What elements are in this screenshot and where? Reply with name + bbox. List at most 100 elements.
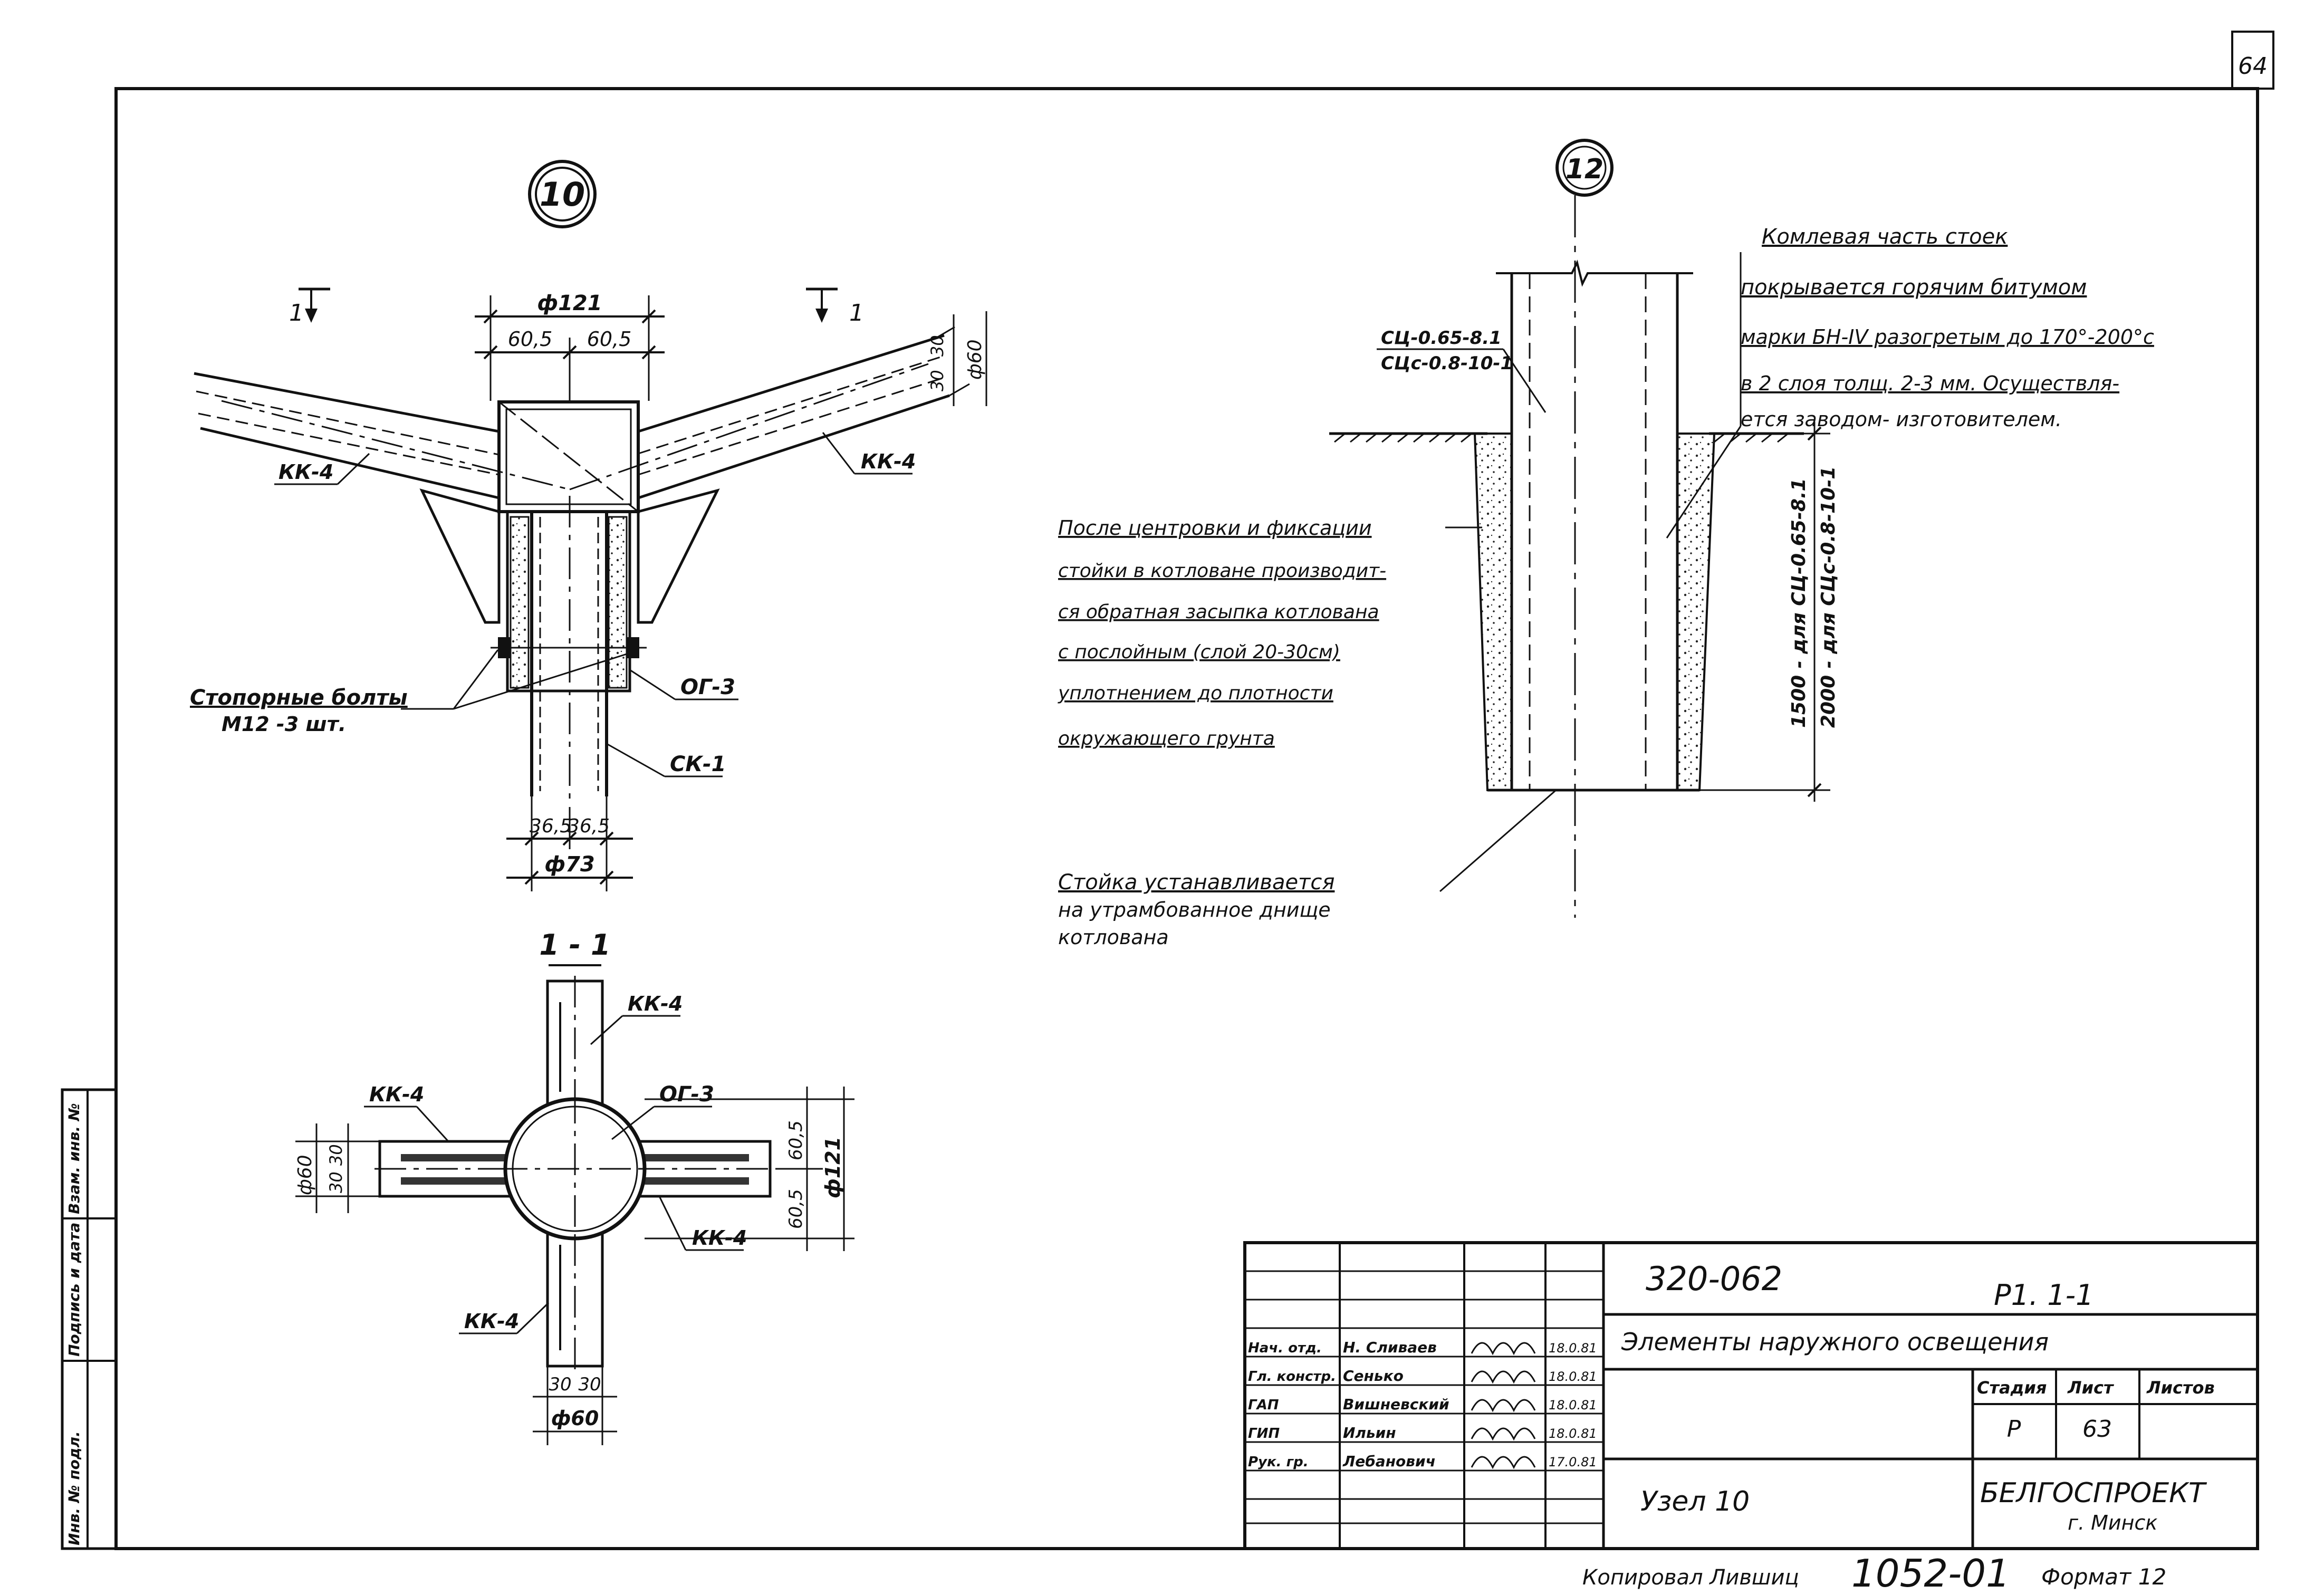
dim-top-right: 60,5 [587, 328, 632, 351]
label-type-2: СЦс-0.8-10-1 [1381, 353, 1513, 374]
side-stamp-cell-replace: Взам. инв. № [65, 1103, 83, 1214]
sheet-frame: 64 [114, 31, 2274, 1550]
inventory-number: 1052-01 [1851, 1551, 2010, 1595]
svg-text:уплотнением до плотности: уплотнением до плотности [1058, 683, 1333, 704]
section-label-og-3: ОГ-3 [659, 1082, 714, 1107]
section-1-1: 1 - 1 КК-4 КК-4 ОГ-3 КК-4 КК-4 [294, 928, 854, 1445]
node-12-marker: 12 [1566, 153, 1603, 185]
format-note: Формат 12 [2041, 1564, 2166, 1590]
label-kk-right: КК-4 [861, 450, 916, 473]
section-label-kk-left: КК-4 [369, 1083, 424, 1106]
svg-text:18.0.81: 18.0.81 [1549, 1341, 1597, 1356]
svg-text:Гл. констр.: Гл. констр. [1248, 1369, 1336, 1385]
label-type-1: СЦ-0.65-8.1 [1381, 328, 1502, 349]
svg-text:Вишневский: Вишневский [1343, 1396, 1449, 1413]
sheet-header: Лист [2067, 1378, 2115, 1398]
section-1-1-title: 1 - 1 [539, 928, 610, 962]
note-backfill: После центровки и фиксации стойки в котл… [1058, 516, 1386, 750]
section-dim-right-a: 60,5 [785, 1120, 806, 1160]
svg-text:18.0.81: 18.0.81 [1549, 1369, 1597, 1384]
section-dim-bottom-b: 30 [578, 1374, 601, 1395]
dim-depth-1: 1500 - для СЦ-0.65-8.1 [1788, 478, 1810, 728]
signature-row: Гл. констр. Сенько 18.0.81 [1248, 1367, 1597, 1385]
section-mark-right: 1 [806, 287, 864, 326]
section-dim-right-dia: ф121 [821, 1137, 844, 1198]
svg-text:После центровки и фиксации: После центровки и фиксации [1058, 516, 1372, 540]
section-dim-left-dia: ф60 [294, 1155, 316, 1195]
stage-value: Р [2007, 1416, 2021, 1443]
dim-bottom-right: 36,5 [568, 815, 610, 837]
dim-top-left: 60,5 [508, 328, 553, 351]
doc-code: 320-062 [1646, 1260, 1782, 1298]
svg-text:в 2 слоя толщ. 2-3 мм. Осущест: в 2 слоя толщ. 2-3 мм. Осуществля- [1741, 372, 2119, 395]
dim-right-b: 30 [927, 335, 947, 357]
note-bottom: Стойка устанавливается на утрамбованное … [1058, 870, 1334, 949]
label-bolts-line1: Стопорные болты [190, 686, 408, 710]
svg-text:ГИП: ГИП [1248, 1426, 1280, 1442]
signature-row: ГАП Вишневский 18.0.81 [1248, 1396, 1597, 1413]
corner-number: 64 [2238, 53, 2268, 80]
node-10-detail: 10 1 1 ф121 60,5 60,5 [190, 160, 987, 891]
svg-text:покрывается горячим битумом: покрывается горячим битумом [1741, 275, 2087, 300]
section-dim-right-b: 60,5 [785, 1189, 806, 1229]
label-og-3: ОГ-3 [680, 675, 735, 699]
section-dim-bottom-dia: ф60 [551, 1407, 599, 1430]
sheets-header: Листов [2146, 1378, 2215, 1398]
copy-note: Копировал Лившиц [1582, 1565, 1799, 1590]
side-stamp-cell-signature: Подпись и дата [65, 1223, 83, 1357]
svg-text:Сенько: Сенько [1343, 1367, 1404, 1385]
organization-name: БЕЛГОСПРОЕКТ [1980, 1477, 2207, 1509]
section-label-kk-top: КК-4 [628, 992, 683, 1015]
bottom-notes: Копировал Лившиц 1052-01 Формат 12 [1582, 1551, 2166, 1595]
signature-row: Нач. отд. Н. Сливаев 18.0.81 [1248, 1339, 1597, 1356]
signature-row: Рук. гр. Лебанович 17.0.81 [1248, 1453, 1597, 1470]
svg-text:Рук. гр.: Рук. гр. [1248, 1454, 1309, 1470]
label-kk-left: КК-4 [279, 460, 333, 484]
side-stamp-cell-inv: Инв. № подл. [65, 1431, 83, 1545]
node-name: Узел 10 [1640, 1486, 1750, 1517]
svg-text:ся обратная засыпка котлована: ся обратная засыпка котлована [1058, 601, 1379, 623]
node-12-detail: 12 СЦ-0.65-8.1 СЦс-0.8-10-1 [1058, 139, 2154, 949]
dim-depth-2: 2000 - для СЦс-0.8-10-1 [1818, 466, 1839, 728]
dim-bottom-total: ф73 [544, 852, 594, 877]
dim-right-a: 30 [927, 370, 947, 391]
section-dim-left-b: 30 [326, 1144, 346, 1166]
dim-top-total: ф121 [537, 291, 602, 315]
svg-text:18.0.81: 18.0.81 [1549, 1398, 1597, 1413]
svg-text:марки БН-IV разогретым до 170°: марки БН-IV разогретым до 170°-200°с [1741, 325, 2154, 349]
svg-text:котлована: котлована [1058, 926, 1169, 949]
svg-text:окружающего грунта: окружающего грунта [1058, 728, 1275, 750]
svg-text:1: 1 [289, 300, 304, 326]
svg-text:18.0.81: 18.0.81 [1549, 1426, 1597, 1441]
svg-text:Стойка устанавливается: Стойка устанавливается [1058, 870, 1334, 895]
label-sk-1: СК-1 [670, 752, 726, 776]
svg-text:с послойным (слой 20-30см): с послойным (слой 20-30см) [1058, 641, 1340, 663]
svg-text:1: 1 [849, 300, 864, 326]
section-mark-left: 1 [289, 287, 330, 326]
stage-header: Стадия [1977, 1378, 2047, 1398]
svg-text:17.0.81: 17.0.81 [1549, 1455, 1597, 1469]
organization-city: г. Минск [2068, 1511, 2157, 1534]
svg-text:Ильин: Ильин [1343, 1424, 1396, 1442]
svg-text:стойки в котловане производит-: стойки в котловане производит- [1058, 560, 1386, 582]
node-10-marker: 10 [540, 175, 585, 214]
svg-text:ГАП: ГАП [1248, 1397, 1279, 1413]
svg-text:Комлевая часть стоек: Комлевая часть стоек [1762, 225, 2008, 249]
label-bolts-line2: М12 -3 шт. [222, 713, 346, 736]
svg-text:Лебанович: Лебанович [1342, 1453, 1436, 1470]
svg-text:на утрамбованное днище: на утрамбованное днище [1058, 898, 1331, 921]
section-dim-bottom-a: 30 [549, 1374, 571, 1395]
dim-bottom-left: 36,5 [530, 815, 572, 837]
signature-row: ГИП Ильин 18.0.81 [1248, 1424, 1597, 1442]
side-stamp: Инв. № подл. Подпись и дата Взам. инв. № [61, 1088, 118, 1550]
dim-right-dia: ф60 [964, 339, 986, 380]
section-dim-left-a: 30 [326, 1171, 346, 1193]
note-bitumen: Комлевая часть стоек покрывается горячим… [1741, 225, 2154, 431]
svg-text:Нач. отд.: Нач. отд. [1248, 1340, 1322, 1356]
title-block: Нач. отд. Н. Сливаев 18.0.81 Гл. констр.… [1243, 1241, 2259, 1550]
section-label-kk-bottom: КК-4 [464, 1310, 519, 1333]
svg-text:Н. Сливаев: Н. Сливаев [1343, 1339, 1437, 1356]
sheet-number: 63 [2082, 1416, 2112, 1443]
svg-text:ется заводом- изготовителем.: ется заводом- изготовителем. [1741, 408, 2062, 431]
